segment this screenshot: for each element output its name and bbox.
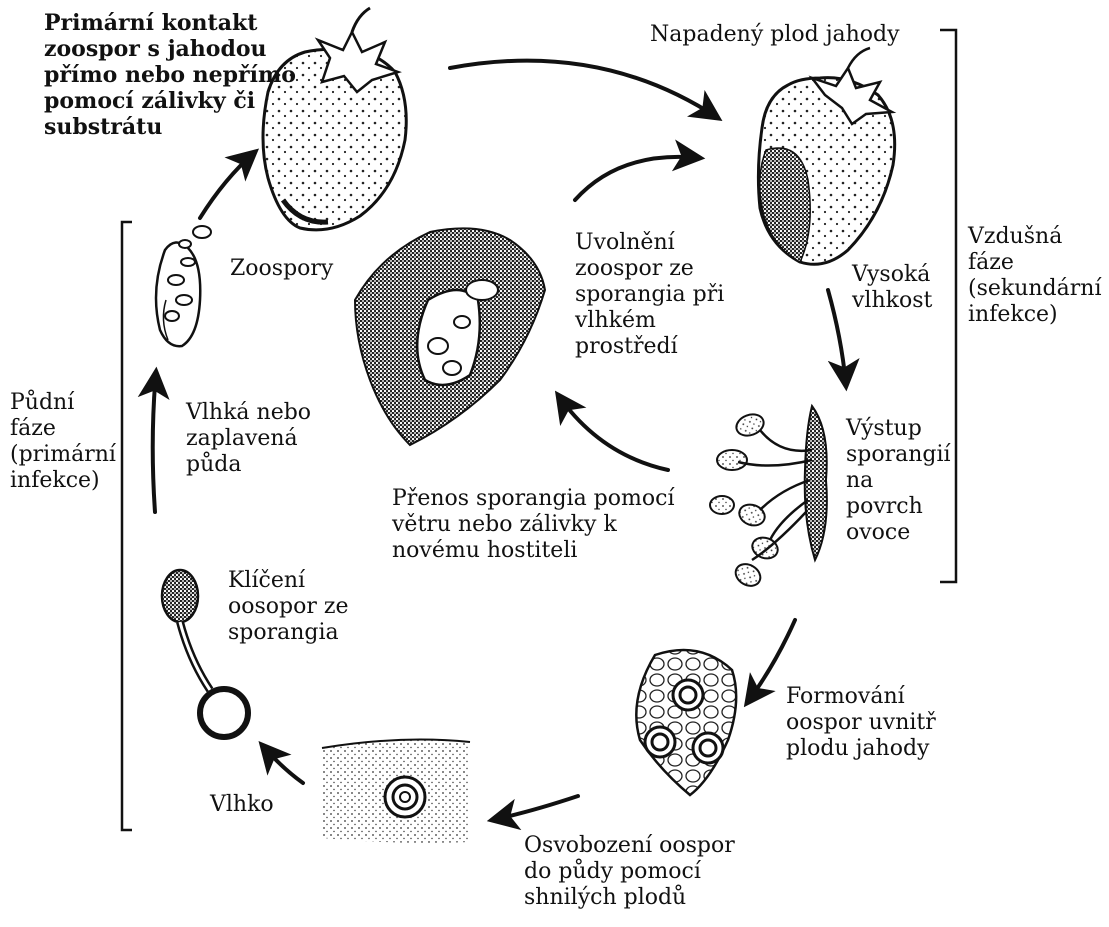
- label-primary-contact: Primární kontakt zoospor s jahodou přímo…: [44, 10, 296, 140]
- sporangia-cluster-icon: [710, 406, 827, 590]
- label-high-humidity: Vysoká vlhkost: [852, 262, 932, 314]
- arrow-to-infected-fruit: [450, 61, 718, 118]
- label-soil-phase: Půdní fáze (primární infekce): [10, 390, 116, 494]
- zoospore-sporangium-icon: [156, 226, 211, 346]
- label-sporangia-emergence: Výstup sporangií na povrch ovoce: [846, 416, 951, 546]
- label-oospore-formation: Formování oospor uvnitř plodu jahody: [786, 684, 936, 762]
- arrow-zoospores-to-fruit: [200, 152, 255, 218]
- label-zoospores: Zoospory: [230, 256, 333, 282]
- oospore-tissue-icon: [636, 650, 736, 795]
- arrow-to-soil: [492, 796, 578, 820]
- soil-oospore-icon: [322, 740, 470, 843]
- label-wet-soil: Vlhká nebo zaplavená půda: [186, 400, 311, 478]
- arrow-soil-up: [153, 372, 156, 512]
- arrow-moisture-to-germination: [262, 745, 303, 783]
- label-oospore-release: Osvobození oospor do půdy pomocí shnilýc…: [524, 833, 735, 911]
- label-release-zoospores: Uvolnění zoospor ze sporangia při vlhkém…: [575, 230, 724, 360]
- arrow-humidity-down: [828, 290, 846, 386]
- infected-strawberry-icon: [758, 48, 894, 264]
- label-moisture: Vlhko: [210, 792, 274, 818]
- released-zoospores-icon: [355, 228, 545, 445]
- label-sporangia-transfer: Přenos sporangia pomocí větru nebo záliv…: [392, 486, 674, 564]
- soil-phase-bracket: [122, 222, 132, 830]
- arrow-sporangia-to-release: [558, 395, 668, 470]
- label-air-phase: Vzdušná fáze (sekundární infekce): [968, 224, 1101, 328]
- arrow-release-to-fruit: [575, 157, 700, 200]
- label-germination: Klíčení oosopor ze sporangia: [228, 568, 348, 646]
- label-infected-fruit: Napadený plod jahody: [650, 22, 900, 48]
